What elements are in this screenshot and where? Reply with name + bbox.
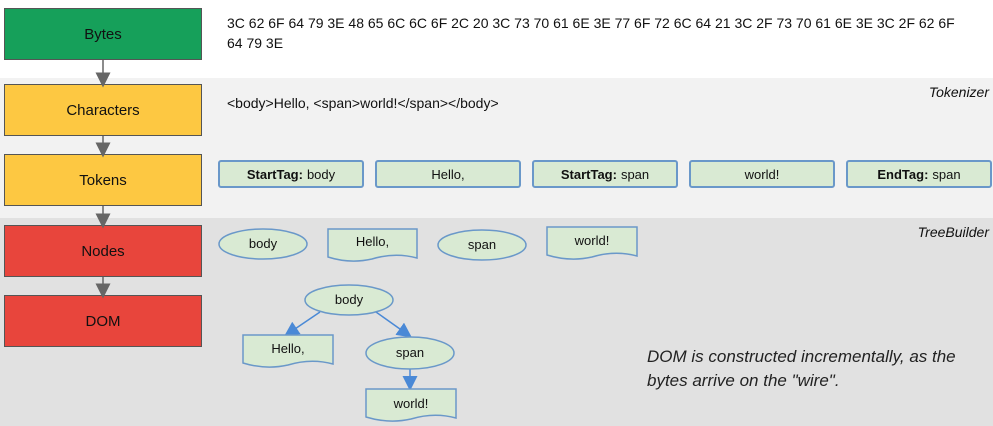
node-hello-label: Hello, (355, 234, 390, 249)
dom-world-label: world! (393, 396, 429, 411)
node-world-label: world! (574, 233, 610, 248)
node-text-world (546, 226, 638, 260)
stage-tokens: Tokens (4, 154, 202, 206)
dom-body-label: body (334, 292, 364, 307)
token-value: world! (744, 166, 780, 182)
stage-dom: DOM (4, 295, 202, 347)
stage-dom-label: DOM (85, 312, 121, 330)
stage-tokens-label: Tokens (79, 171, 127, 189)
node-element-span (437, 229, 527, 261)
node-span-label: span (467, 237, 497, 252)
token-endtag-span: EndTag:span (846, 160, 992, 188)
token-value: span (932, 166, 961, 182)
tokenizer-label: Tokenizer (928, 84, 989, 100)
stage-nodes-label: Nodes (81, 242, 125, 260)
dom-node-world (365, 388, 457, 422)
token-value: Hello, (431, 166, 465, 182)
characters-text: <body>Hello, <span>world!</span></body> (227, 95, 499, 111)
stage-bytes: Bytes (4, 8, 202, 60)
token-kind: EndTag: (877, 166, 929, 182)
token-text-world: world! (689, 160, 835, 188)
node-element-body (218, 228, 308, 260)
token-starttag-body: StartTag:body (218, 160, 364, 188)
stage-bytes-label: Bytes (84, 25, 122, 43)
dom-note-text: DOM is constructed incrementally, as the… (647, 347, 956, 390)
dom-node-span (365, 336, 455, 370)
stage-characters-label: Characters (66, 101, 140, 119)
node-text-hello (327, 228, 418, 262)
token-value: span (620, 166, 650, 182)
dom-edge-body-span (375, 311, 412, 338)
dom-node-hello (242, 334, 334, 368)
token-text-hello: Hello, (375, 160, 521, 188)
node-body-label: body (248, 236, 278, 251)
dom-span-label: span (395, 345, 425, 360)
token-kind: StartTag: (246, 166, 303, 182)
dom-hello-label: Hello, (271, 341, 305, 356)
treebuilder-label: TreeBuilder (917, 224, 989, 240)
token-value: body (306, 166, 336, 182)
token-starttag-span: StartTag:span (532, 160, 678, 188)
token-kind: StartTag: (560, 166, 617, 182)
bytes-hex-text: 3C 62 6F 64 79 3E 48 65 6C 6C 6F 2C 20 3… (227, 15, 955, 51)
dom-edge-body-hello (284, 311, 321, 337)
dom-node-body (304, 284, 394, 316)
